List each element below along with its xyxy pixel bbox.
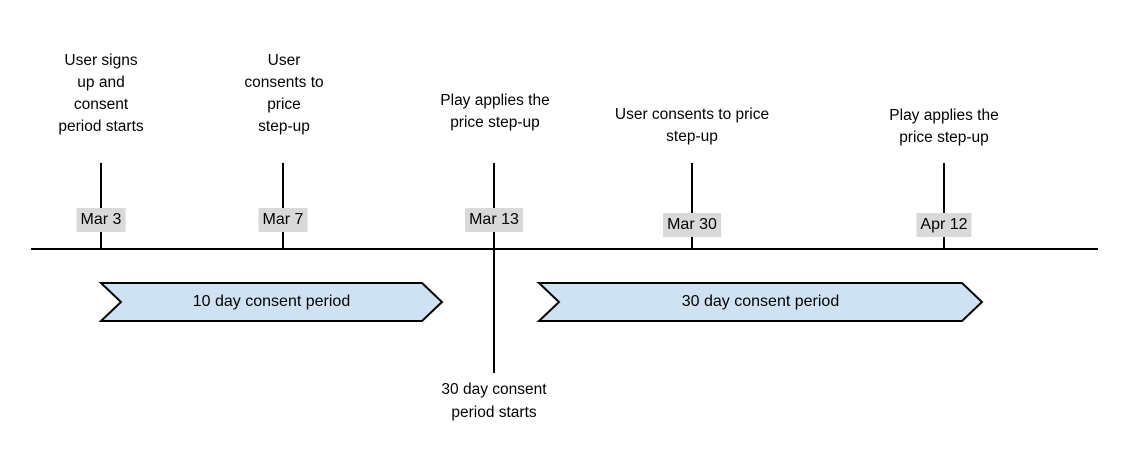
event-label-user-consents-1: User consents to price step-up	[244, 50, 323, 138]
event-label-play-applies-2: Play applies the price step-up	[889, 105, 998, 149]
event-date-badge: Mar 13	[465, 208, 523, 232]
event-label-line: User consents to price	[614, 106, 770, 123]
event-tick-line-extended	[493, 163, 495, 373]
event-label-line: User	[267, 52, 301, 69]
event-label-user-consents-2: User consents to price step-up	[615, 104, 769, 148]
event-label-line: step-up	[666, 128, 718, 145]
event-label-line: up and	[77, 74, 125, 91]
event-label-play-applies-1: Play applies the price step-up	[440, 90, 549, 134]
event-tick-line	[100, 163, 102, 249]
event-label-line: User signs	[64, 52, 138, 69]
period-label: 30 day consent period	[681, 293, 840, 310]
period-label: 10 day consent period	[192, 293, 351, 310]
event-label-line: consents to	[244, 74, 324, 91]
event-tick-line	[282, 163, 284, 249]
event-label-line: price step-up	[450, 114, 540, 131]
timeline-axis-line	[31, 248, 1098, 250]
event-date-badge: Mar 30	[663, 213, 721, 237]
event-label-signup: User signs up and consent period starts	[58, 50, 143, 138]
consent-period-start-note: 30 day consent period starts	[441, 378, 546, 424]
event-label-line: price	[267, 96, 301, 113]
event-label-line: price step-up	[899, 129, 989, 146]
period-banner-10-day: 10 day consent period	[98, 282, 444, 322]
note-line: 30 day consent	[441, 381, 547, 398]
chevron-arrow-shape	[536, 282, 984, 322]
chevron-arrow-shape	[98, 282, 444, 322]
event-tick-line	[943, 163, 945, 249]
event-date-badge: Apr 12	[916, 213, 972, 237]
event-label-line: step-up	[258, 118, 310, 135]
event-label-line: Play applies the	[440, 92, 550, 109]
note-line: period starts	[451, 404, 537, 421]
event-label-line: Play applies the	[889, 107, 999, 124]
period-banner-30-day: 30 day consent period	[536, 282, 984, 322]
event-tick-line	[691, 163, 693, 249]
event-label-line: period starts	[58, 118, 144, 135]
event-date-badge: Mar 3	[76, 208, 126, 232]
event-date-badge: Mar 7	[258, 208, 308, 232]
event-label-line: consent	[73, 96, 129, 113]
